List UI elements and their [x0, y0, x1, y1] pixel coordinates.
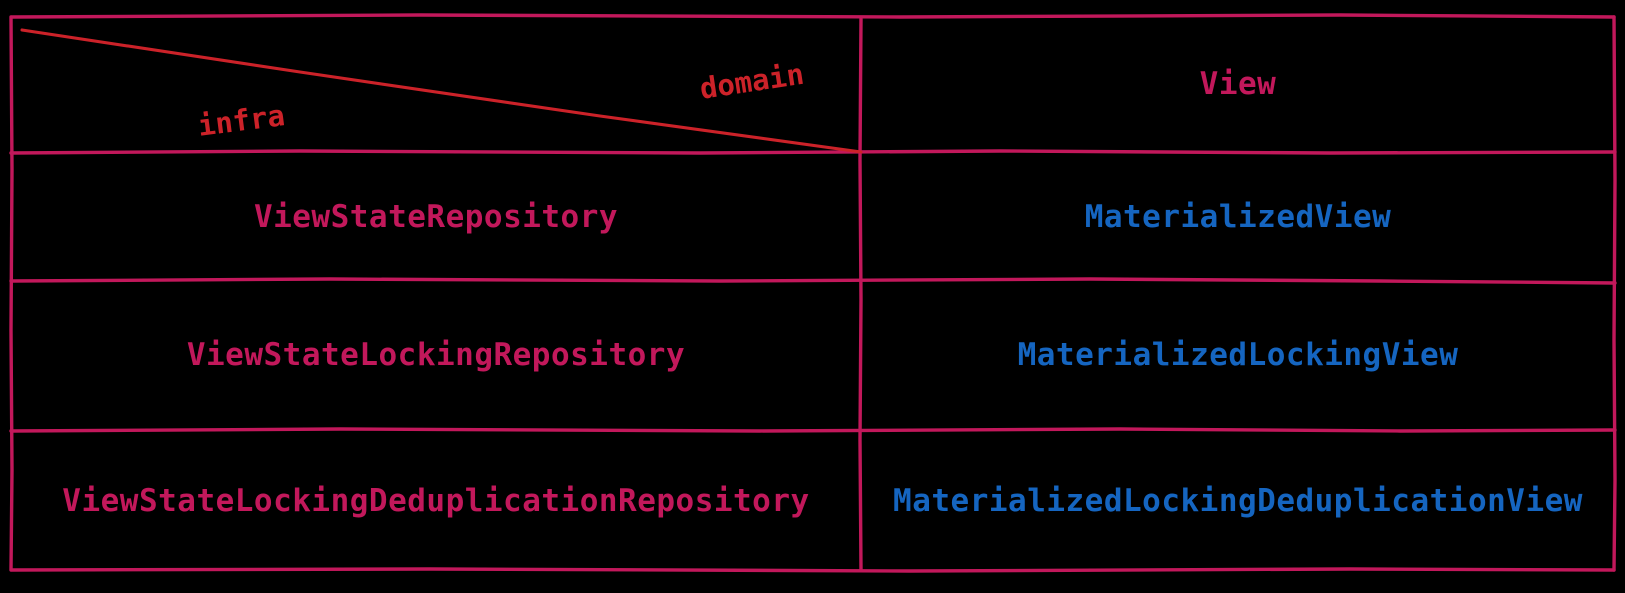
cell-domain-materializedlockingview: MaterializedLockingView — [1017, 337, 1459, 373]
axis-label-domain: domain — [697, 56, 807, 106]
table-row: ViewStateLockingRepository — [12, 281, 860, 429]
table-row: ViewStateRepository — [12, 153, 860, 280]
cell-domain-materializedlockingdeduplicationview: MaterializedLockingDeduplicationView — [893, 482, 1583, 519]
header-label-view: View — [1199, 66, 1277, 102]
cell-domain-materializedview: MaterializedView — [1084, 198, 1392, 235]
axis-label-infra: infra — [195, 98, 287, 143]
table-row: MaterializedLockingDeduplicationView — [862, 431, 1614, 570]
table-row: ViewStateLockingDeduplicationRepository — [12, 431, 860, 570]
cell-infra-viewstatelockingrepository: ViewStateLockingRepository — [186, 337, 686, 373]
table-row: MaterializedLockingView — [862, 281, 1614, 429]
table-row: MaterializedView — [862, 153, 1614, 280]
header-corner-cell: infra domain — [12, 17, 860, 151]
header-cell-view: View — [862, 17, 1614, 151]
cell-infra-viewstatelockingdeduplicationrepository: ViewStateLockingDeduplicationRepository — [62, 482, 810, 519]
cell-infra-viewstaterepository: ViewStateRepository — [253, 198, 619, 235]
